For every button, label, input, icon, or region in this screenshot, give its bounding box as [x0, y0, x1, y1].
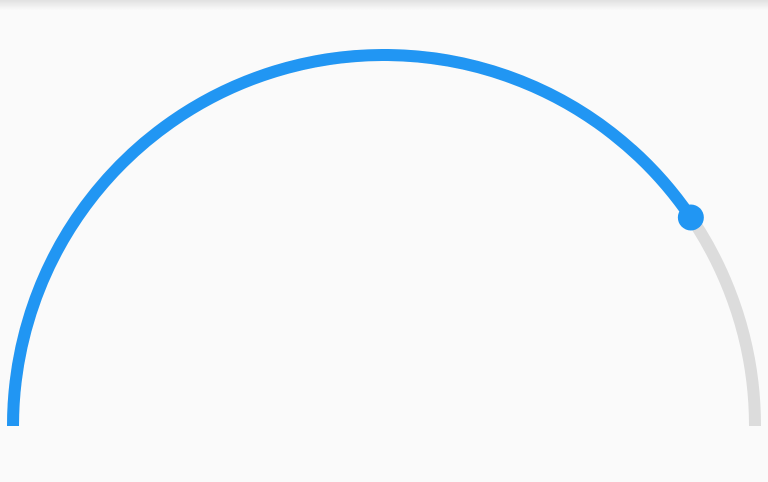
slider-thumb[interactable]	[677, 204, 704, 231]
slider-track-inactive[interactable]	[7, 49, 761, 427]
slider-track-active[interactable]	[7, 49, 696, 427]
app-bar-shadow	[0, 0, 768, 10]
